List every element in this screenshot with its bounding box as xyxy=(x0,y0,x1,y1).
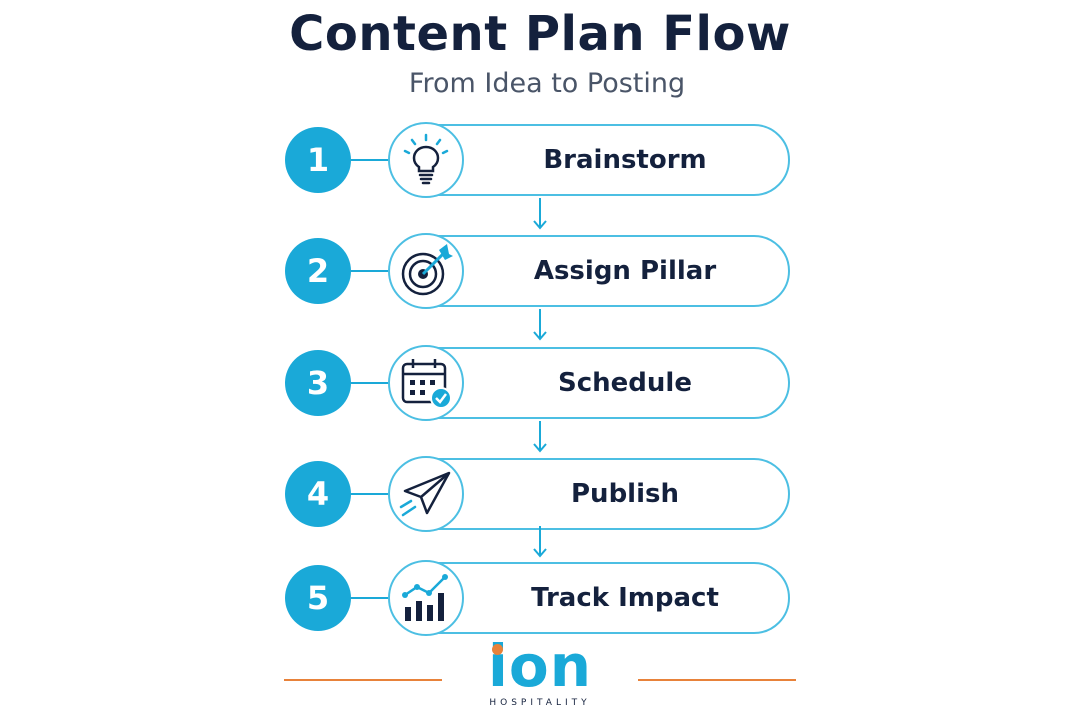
step-number-badge: 1 xyxy=(285,127,351,193)
arrow-down-icon xyxy=(533,526,547,558)
flow-step-5: 5 Track Impact xyxy=(0,560,1080,636)
paper-plane-icon xyxy=(399,471,451,517)
logo-wordmark: ion xyxy=(487,632,593,700)
step-pill xyxy=(400,347,790,419)
flow-step-4: 4 Publish xyxy=(0,456,1080,532)
step-label: Track Impact xyxy=(531,583,719,613)
step-icon-circle xyxy=(388,560,464,636)
lightbulb-icon xyxy=(403,133,449,185)
step-label: Assign Pillar xyxy=(533,256,717,286)
step-number-badge: 3 xyxy=(285,350,351,416)
logo-divider-left xyxy=(284,679,442,681)
step-label: Brainstorm xyxy=(543,145,707,175)
step-icon-circle xyxy=(388,233,464,309)
arrow-down-icon xyxy=(533,309,547,341)
bar-chart-trend-icon xyxy=(402,574,448,621)
step-connector xyxy=(351,382,389,384)
page-title: Content Plan Flow xyxy=(289,6,791,62)
step-number-badge: 4 xyxy=(285,461,351,527)
page-subtitle: From Idea to Posting xyxy=(408,68,686,99)
arrow-down-icon xyxy=(533,198,547,230)
step-number-badge: 5 xyxy=(285,565,351,631)
arrow-down-icon xyxy=(533,421,547,453)
step-connector xyxy=(351,493,389,495)
target-icon xyxy=(401,244,453,296)
step-icon-circle xyxy=(388,122,464,198)
step-pill xyxy=(400,458,790,530)
step-connector xyxy=(351,270,389,272)
logo-dot xyxy=(492,644,503,655)
step-connector xyxy=(351,597,389,599)
flow-step-1: 1 Brainstorm xyxy=(0,122,1080,198)
step-pill xyxy=(400,124,790,196)
logo-tagline: HOSPITALITY xyxy=(489,698,591,708)
step-number-badge: 2 xyxy=(285,238,351,304)
step-connector xyxy=(351,159,389,161)
flow-step-3: 3 Schedule xyxy=(0,345,1080,421)
step-icon-circle xyxy=(388,456,464,532)
step-label: Schedule xyxy=(558,368,692,398)
step-label: Publish xyxy=(571,479,679,509)
step-pill xyxy=(400,562,790,634)
flow-step-2: 2 Assign Pillar xyxy=(0,233,1080,309)
logo-divider-right xyxy=(638,679,796,681)
step-icon-circle xyxy=(388,345,464,421)
calendar-check-icon xyxy=(401,359,452,409)
